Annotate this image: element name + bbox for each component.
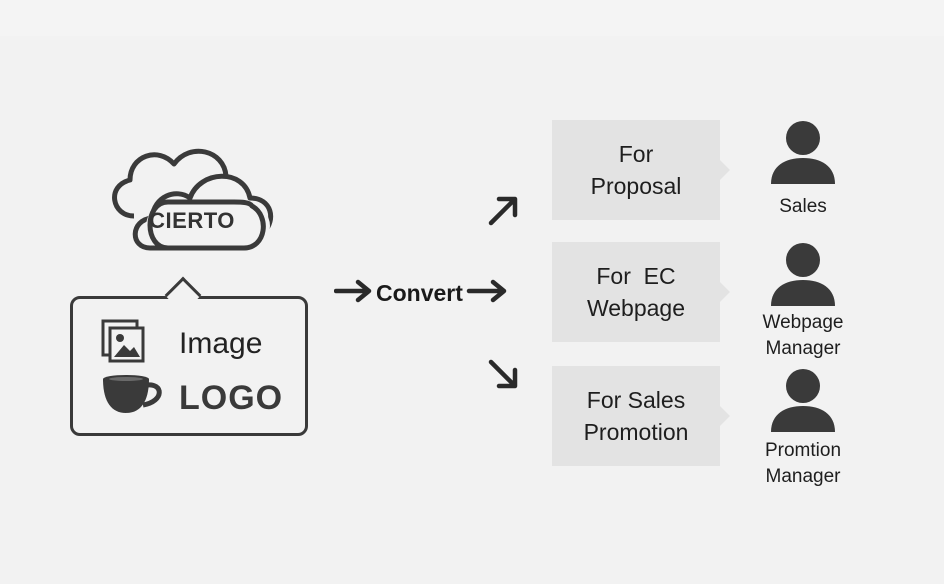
asset-box: Image LOGO <box>70 296 308 436</box>
person-label: Sales <box>757 194 849 220</box>
logo-row: LOGO <box>101 373 283 424</box>
convert-label: Convert <box>376 279 463 306</box>
gallery-icon <box>101 319 145 368</box>
person-label-line-1: Promtion <box>764 440 842 461</box>
person-sales: Sales <box>757 120 849 220</box>
output-box-ec-webpage: For EC Webpage <box>552 242 730 342</box>
convert-step: Convert <box>333 276 509 310</box>
person-label-line-2: Manager <box>765 466 841 487</box>
arrow-down-right-icon <box>486 357 520 396</box>
arrow-right-icon <box>333 279 374 308</box>
output-line-1: For Sales <box>586 387 686 413</box>
person-label-line-2: Manager <box>765 338 841 359</box>
person-label-line-1: Sales <box>779 196 827 217</box>
person-icon <box>771 369 835 432</box>
person-promotion-manager: Promtion Manager <box>757 368 849 490</box>
person-webpage-manager: Webpage Manager <box>757 242 849 362</box>
output-line-1: For EC <box>596 263 676 289</box>
person-icon <box>771 243 835 306</box>
person-label: Webpage Manager <box>757 310 849 362</box>
coffee-cup-icon <box>101 373 165 424</box>
output-line-1: For <box>618 141 654 167</box>
logo-label: LOGO <box>179 379 284 417</box>
output-box-proposal: For Proposal <box>552 120 730 220</box>
output-box-sales-promotion: For Sales Promotion <box>552 366 730 466</box>
output-line-2: Webpage <box>586 295 686 321</box>
image-row: Image <box>101 319 262 368</box>
image-label: Image <box>179 326 263 360</box>
person-icon <box>771 121 835 184</box>
person-label-line-1: Webpage <box>762 312 844 333</box>
arrow-right-icon <box>465 279 509 308</box>
brand-name: CIERTO <box>149 208 235 233</box>
output-line-2: Promotion <box>583 419 689 445</box>
person-label: Promtion Manager <box>757 438 849 490</box>
cloud-icon: CIERTO <box>104 140 278 256</box>
output-line-2: Proposal <box>590 173 682 199</box>
top-band <box>0 0 944 36</box>
arrow-up-right-icon <box>486 194 520 233</box>
